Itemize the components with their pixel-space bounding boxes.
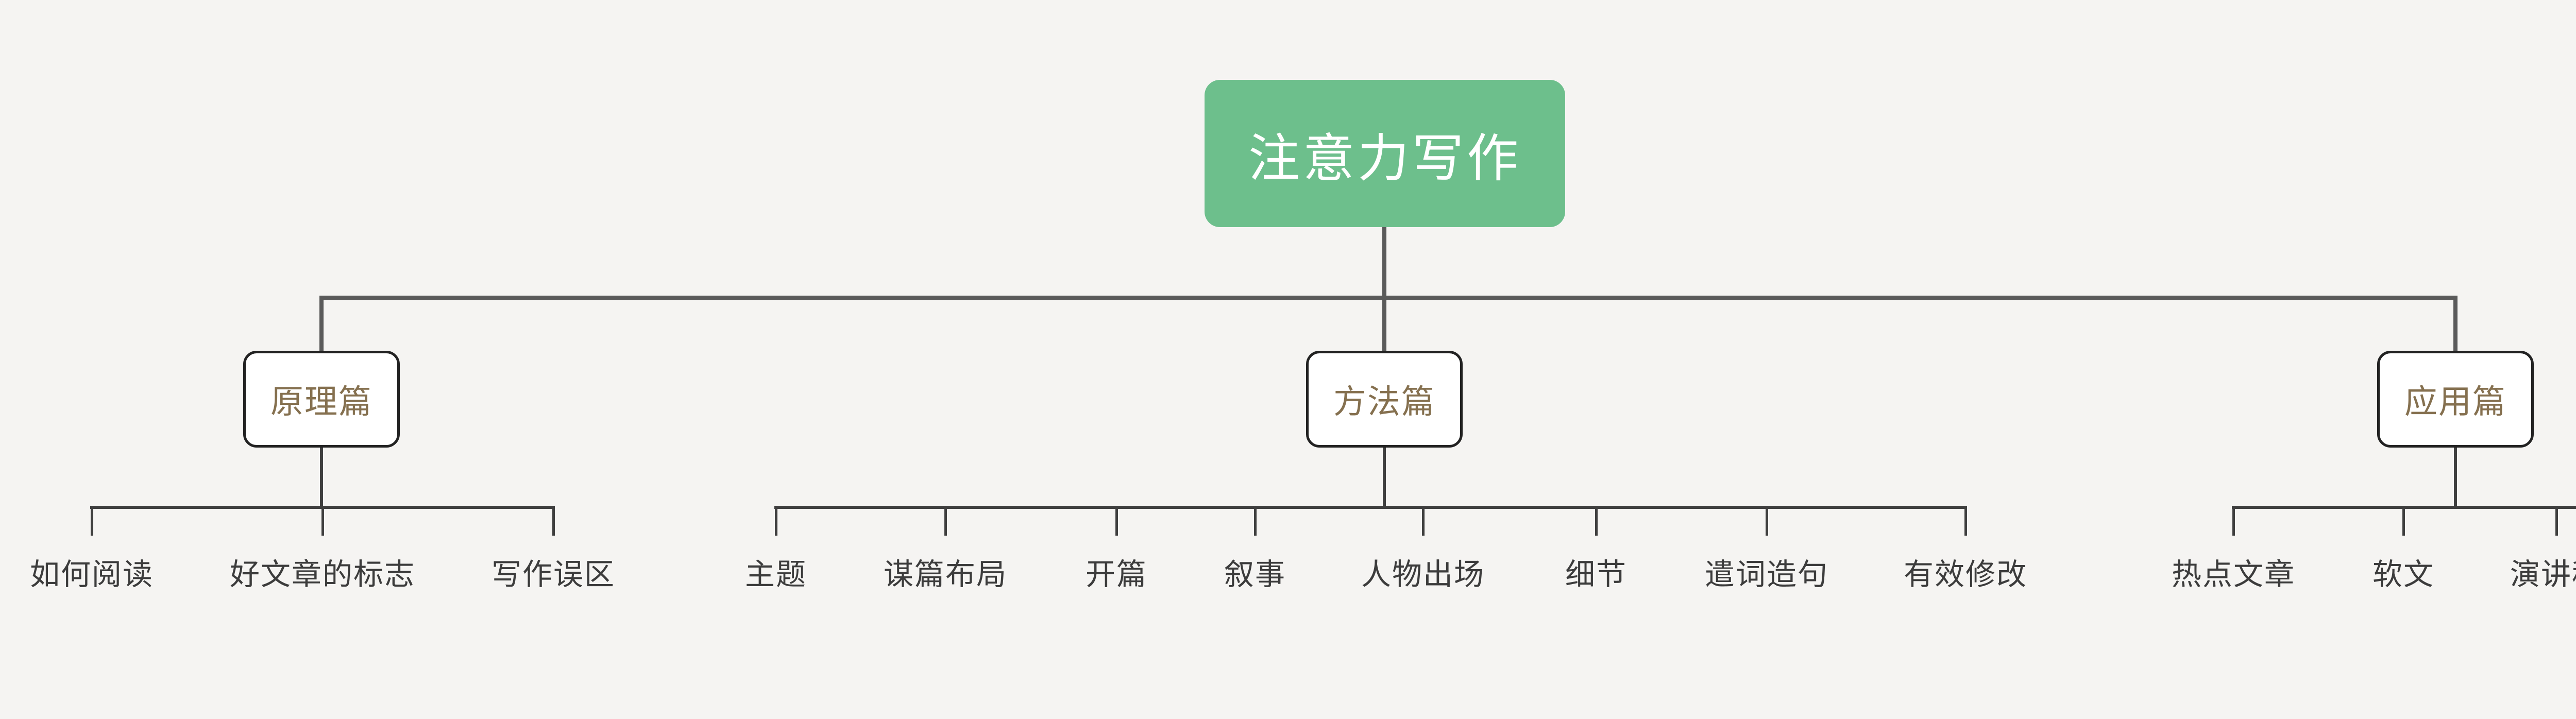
connector-leaf-tick — [321, 506, 324, 536]
connector-leaf-tick — [944, 506, 947, 536]
leaf-topic[interactable]: 写作误区 — [491, 558, 615, 591]
leaf-topic[interactable]: 如何阅读 — [29, 558, 154, 591]
connector-leaf-tick — [1115, 506, 1118, 536]
connector-leaf-tick — [2402, 506, 2405, 536]
root-topic-node[interactable]: 注意力写作 — [1205, 80, 1565, 227]
connector-drop-left — [319, 296, 324, 352]
leaf-topic[interactable]: 谋篇布局 — [883, 558, 1007, 591]
connector-leaf-tick — [552, 506, 555, 536]
leaf-topic[interactable]: 演讲稿 — [2510, 558, 2576, 591]
leaf-topic[interactable]: 软文 — [2372, 558, 2434, 591]
connector-leaf-bus — [774, 506, 1967, 509]
connector-leaf-tick — [1766, 506, 1768, 536]
leaf-topic[interactable]: 开篇 — [1085, 558, 1147, 591]
connector-branch-vertical — [2454, 446, 2457, 509]
connector-leaf-tick — [1254, 506, 1257, 536]
connector-leaf-tick — [2232, 506, 2235, 536]
leaf-topic[interactable]: 主题 — [744, 558, 807, 591]
connector-top-bus — [319, 296, 2458, 300]
leaf-topic[interactable]: 人物出场 — [1361, 558, 1485, 591]
connector-drop-right — [2453, 296, 2458, 352]
leaf-topic[interactable]: 好文章的标志 — [229, 558, 415, 591]
leaf-topic[interactable]: 热点文章 — [2171, 558, 2295, 591]
connector-branch-vertical — [320, 446, 323, 509]
connector-root-vertical — [1382, 227, 1386, 352]
branch-node-applications[interactable]: 应用篇 — [2377, 351, 2534, 448]
leaf-topic[interactable]: 叙事 — [1224, 558, 1286, 591]
connector-leaf-tick — [2555, 506, 2558, 536]
connector-branch-vertical — [1383, 446, 1386, 509]
leaf-topic[interactable]: 细节 — [1565, 558, 1627, 591]
connector-leaf-tick — [775, 506, 777, 536]
leaf-topic[interactable]: 遣词造句 — [1704, 558, 1828, 591]
branch-node-principles[interactable]: 原理篇 — [243, 351, 400, 448]
connector-leaf-tick — [1964, 506, 1967, 536]
connector-leaf-tick — [91, 506, 93, 536]
branch-node-methods[interactable]: 方法篇 — [1306, 351, 1463, 448]
connector-leaf-tick — [1595, 506, 1598, 536]
leaf-topic[interactable]: 有效修改 — [1903, 558, 2027, 591]
connector-leaf-tick — [1422, 506, 1425, 536]
